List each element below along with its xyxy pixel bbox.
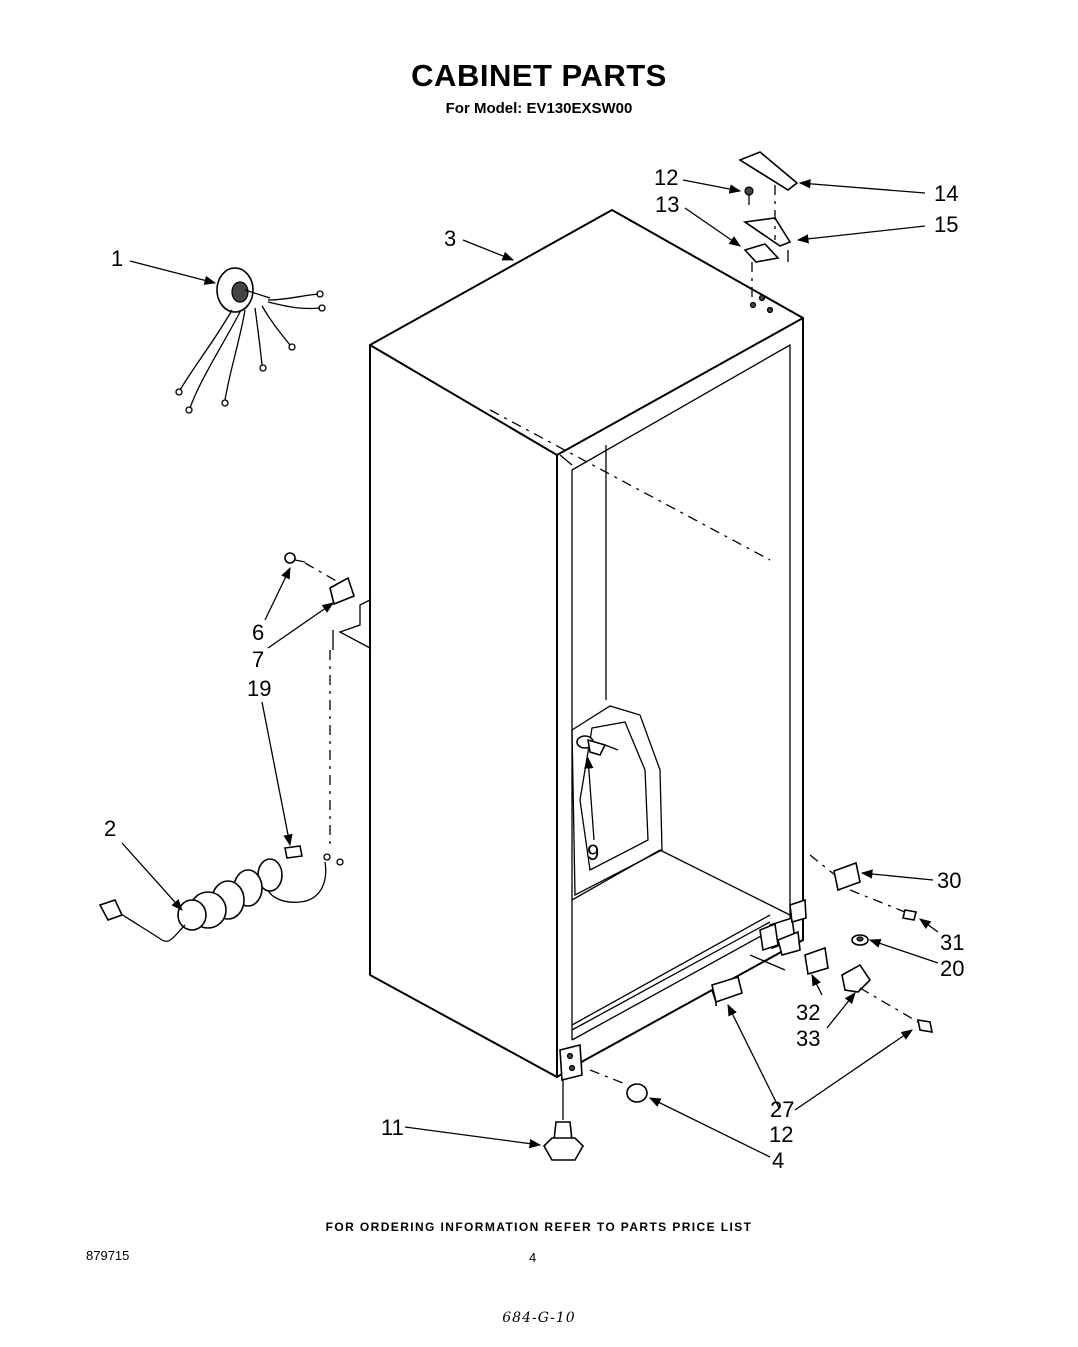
callout-33: 33 [796,1026,820,1051]
callout-leaders [121,179,939,1158]
callout-31: 31 [940,930,964,955]
callout-12-bottom: 12 [769,1122,793,1147]
front-roller [589,1069,648,1103]
callout-9: 9 [587,840,599,865]
callout-14: 14 [934,181,958,206]
drain-component [576,735,619,756]
shim-plate [711,975,743,1006]
callout-11: 11 [381,1115,404,1140]
callout-13: 13 [655,192,679,217]
leveling-leg [543,1043,584,1161]
callout-2: 2 [104,816,116,841]
callout-27: 27 [770,1097,794,1122]
power-cord [98,650,344,942]
callout-4: 4 [772,1148,784,1173]
model-subtitle: For Model: EV130EXSW00 [445,100,633,117]
handwritten-code: 684-G-10 [502,1310,576,1326]
callout-labels: 1 2 3 4 6 7 9 11 12 12 13 14 15 19 20 27… [104,165,964,1173]
bottom-hinge-assembly [749,854,934,1033]
callout-30: 30 [937,868,961,893]
wiring-harness-grommet [175,267,326,414]
callout-3: 3 [444,226,456,251]
callout-32: 32 [796,1000,820,1025]
page-title: CABINET PARTS [411,58,667,93]
cabinet-body [338,209,804,1078]
callout-7: 7 [252,647,264,672]
callout-20: 20 [940,956,964,981]
ordering-note: FOR ORDERING INFORMATION REFER TO PARTS … [325,1220,753,1234]
page-number: 4 [529,1250,537,1265]
document-number: 879715 [86,1248,130,1263]
callout-15: 15 [934,212,958,237]
callout-12-top: 12 [654,165,678,190]
callout-19: 19 [247,676,271,701]
callout-1: 1 [111,246,123,271]
callout-6: 6 [252,620,264,645]
side-hinge-bracket [284,552,355,650]
top-hinge-assembly [738,151,799,314]
